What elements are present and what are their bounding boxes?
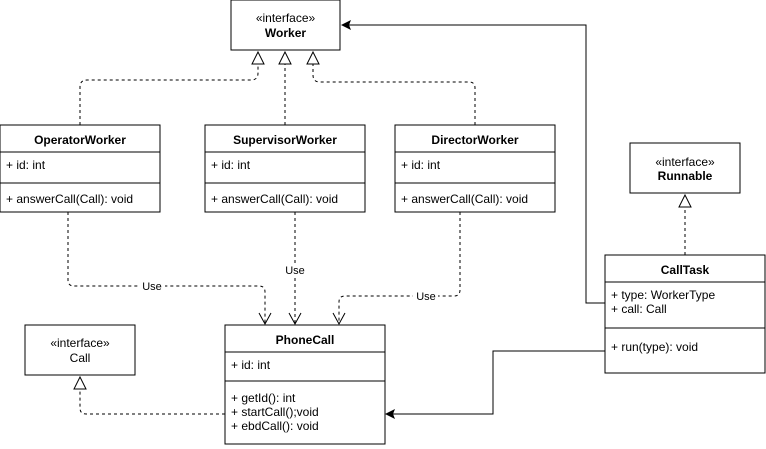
director-name: DirectorWorker — [431, 133, 518, 147]
arrowhead-worker-center — [278, 50, 292, 65]
supervisor-name: SupervisorWorker — [233, 133, 337, 147]
phonecall-attr: + id: int — [231, 358, 271, 372]
class-supervisor-worker[interactable]: SupervisorWorker + id: int + answerCall(… — [204, 124, 366, 213]
class-phonecall[interactable]: PhoneCall + id: int + getId(): int + sta… — [224, 324, 386, 445]
worker-name: Worker — [265, 26, 306, 40]
class-calltask[interactable]: CallTask + type: WorkerType + call: Call… — [604, 254, 766, 374]
arrowhead-call — [73, 375, 87, 390]
operator-name: OperatorWorker — [34, 133, 126, 147]
arrowhead-worker-right — [306, 50, 320, 65]
arrowhead-assoc-phonecall — [385, 409, 395, 419]
worker-stereotype: «interface» — [256, 11, 316, 25]
edge-director-realizes-worker — [312, 64, 476, 125]
call-stereotype: «interface» — [50, 336, 110, 350]
director-method: + answerCall(Call): void — [401, 192, 528, 206]
runnable-name: Runnable — [658, 169, 713, 183]
edge-label-use-director: Use — [416, 291, 436, 303]
arrowhead-worker-left — [251, 50, 265, 65]
arrowhead-runnable — [678, 193, 692, 208]
call-name: Call — [70, 351, 91, 365]
calltask-name: CallTask — [661, 263, 710, 277]
arrowhead-use-operator — [258, 312, 272, 326]
supervisor-method: + answerCall(Call): void — [211, 192, 338, 206]
calltask-attr-call: + call: Call — [611, 302, 667, 316]
edge-phonecall-realizes-call — [79, 389, 225, 415]
edge-operator-realizes-worker — [79, 64, 259, 125]
class-operator-worker[interactable]: OperatorWorker + id: int + answerCall(Ca… — [0, 124, 161, 213]
phonecall-method-ebdcall: + ebdCall(): void — [231, 419, 319, 433]
class-call[interactable]: «interface» Call — [24, 324, 136, 376]
class-runnable[interactable]: «interface» Runnable — [629, 142, 741, 194]
edge-label-use-operator: Use — [142, 281, 162, 293]
phonecall-method-getid: + getId(): int — [231, 391, 296, 405]
edge-calltask-to-phonecall — [388, 350, 605, 415]
class-director-worker[interactable]: DirectorWorker + id: int + answerCall(Ca… — [394, 124, 556, 213]
operator-attr: + id: int — [6, 158, 46, 172]
edge-calltask-to-worker — [345, 24, 605, 304]
operator-method: + answerCall(Call): void — [6, 192, 133, 206]
edge-label-use-supervisor: Use — [285, 265, 305, 277]
calltask-attr-type: + type: WorkerType — [611, 288, 715, 302]
edge-operator-uses-phonecall — [67, 212, 266, 323]
director-attr: + id: int — [401, 158, 441, 172]
phonecall-method-startcall: + startCall();void — [231, 405, 319, 419]
class-worker[interactable]: «interface» Worker — [230, 0, 341, 51]
arrowhead-use-supervisor — [288, 312, 302, 326]
arrowhead-assoc-worker — [341, 20, 351, 30]
runnable-stereotype: «interface» — [655, 155, 715, 169]
supervisor-attr: + id: int — [211, 158, 251, 172]
arrowhead-use-director — [332, 312, 346, 326]
calltask-method: + run(type): void — [611, 340, 698, 354]
edge-director-uses-phonecall — [338, 212, 461, 323]
phonecall-name: PhoneCall — [276, 333, 335, 347]
